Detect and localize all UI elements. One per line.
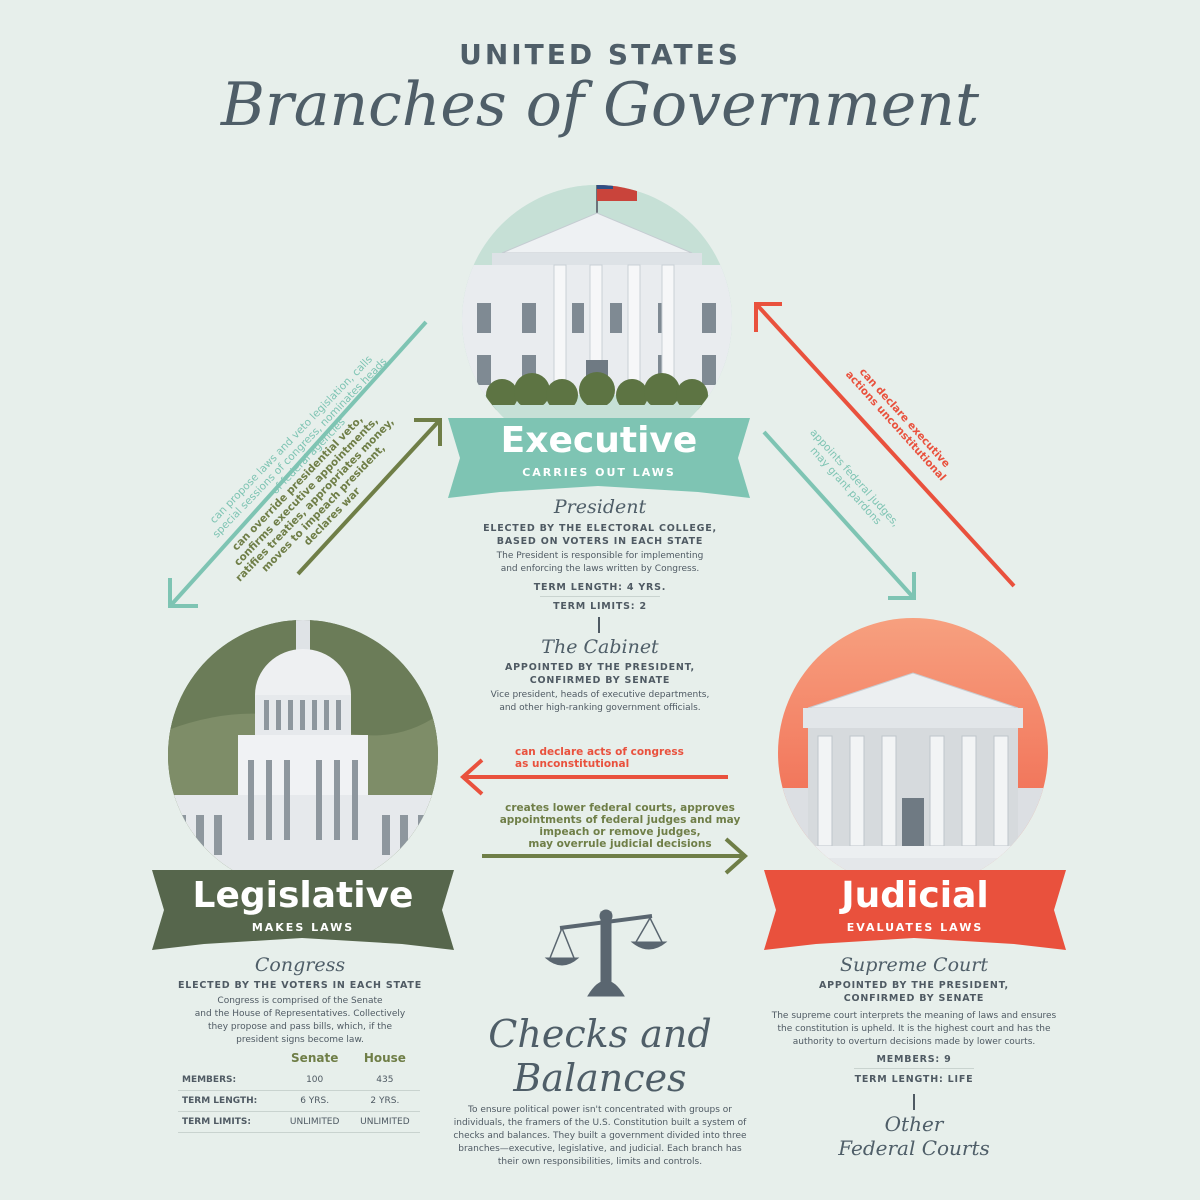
supreme-court-members: MEMBERS: 9 xyxy=(876,1054,952,1065)
arrow-leg-to-jud xyxy=(482,837,748,875)
connector-line xyxy=(598,617,600,633)
arrow-jud-to-exec xyxy=(754,302,1016,588)
supreme-court-term-length: TERM LENGTH: LIFE xyxy=(854,1074,974,1085)
table-header: Senate xyxy=(291,1051,339,1065)
arrow-exec-to-jud xyxy=(762,430,916,600)
table-row: TERM LIMITS: UNLIMITED UNLIMITED xyxy=(178,1111,420,1133)
arrow-jud-to-leg xyxy=(460,758,728,796)
legislative-name: Legislative xyxy=(192,875,414,916)
president-heading: President xyxy=(553,496,647,518)
cabinet-appointed: APPOINTED BY THE PRESIDENT,CONFIRMED BY … xyxy=(505,662,695,686)
supreme-court-heading: Supreme Court xyxy=(840,954,988,976)
arrow-leg-to-exec xyxy=(296,418,442,576)
president-elected: ELECTED BY THE ELECTORAL COLLEGE,BASED O… xyxy=(483,523,717,547)
table-cell: UNLIMITED xyxy=(349,1111,420,1133)
table-cell: 6 YRS. xyxy=(279,1090,350,1112)
divider xyxy=(540,596,660,597)
divider xyxy=(854,1068,974,1069)
label-leg-to-jud: creates lower federal courts, approves a… xyxy=(499,802,741,850)
cabinet-description: Vice president, heads of executive depar… xyxy=(490,690,710,713)
congress-elected: ELECTED BY THE VOTERS IN EACH STATE xyxy=(177,980,423,991)
president-term-limits: TERM LIMITS: 2 xyxy=(553,601,647,612)
table-cell: 100 xyxy=(279,1070,350,1091)
judicial-ribbon xyxy=(764,870,1066,950)
title-main: Branches of Government xyxy=(220,70,980,140)
legislative-ribbon xyxy=(152,870,454,950)
table-header xyxy=(178,1046,280,1070)
judicial-name: Judicial xyxy=(841,875,989,916)
scales-icon xyxy=(544,909,668,997)
supreme-court-appointed: APPOINTED BY THE PRESIDENT,CONFIRMED BY … xyxy=(819,980,1009,1004)
label-jud-to-leg: can declare acts of congress as unconsti… xyxy=(515,746,684,770)
table-cell: UNLIMITED xyxy=(279,1111,350,1133)
checks-description: To ensure political power isn't concentr… xyxy=(453,1105,747,1167)
table-cell: 2 YRS. xyxy=(349,1090,420,1112)
supreme-court-description: The supreme court interprets the meaning… xyxy=(771,1011,1057,1047)
cabinet-heading: The Cabinet xyxy=(541,636,659,658)
judicial-tagline: EVALUATES LAWS xyxy=(846,921,984,934)
table-header-row: Senate House xyxy=(178,1046,420,1070)
arrow-exec-to-leg xyxy=(168,320,428,608)
table-header: House xyxy=(363,1051,406,1065)
table-cell: TERM LIMITS: xyxy=(178,1111,280,1133)
president-term-length: TERM LENGTH: 4 YRS. xyxy=(533,582,667,593)
capitol-illustration xyxy=(168,620,438,890)
congress-heading: Congress xyxy=(254,954,346,976)
executive-ribbon xyxy=(448,418,750,498)
white-house-illustration xyxy=(462,185,732,455)
legislative-tagline: MAKES LAWS xyxy=(251,921,355,934)
table-cell: 435 xyxy=(349,1070,420,1091)
title-top: UNITED STATES xyxy=(459,38,741,71)
table-cell: TERM LENGTH: xyxy=(178,1090,280,1112)
table-row: MEMBERS: 100 435 xyxy=(178,1070,420,1091)
connector-line xyxy=(913,1094,915,1110)
president-description: The President is responsible for impleme… xyxy=(496,551,704,574)
supreme-court-illustration xyxy=(778,618,1048,888)
table-row: TERM LENGTH: 6 YRS. 2 YRS. xyxy=(178,1090,420,1112)
executive-tagline: CARRIES OUT LAWS xyxy=(522,466,676,479)
table-cell: MEMBERS: xyxy=(178,1070,280,1091)
congress-table: Senate House MEMBERS: 100 435 TERM LENGT… xyxy=(178,1046,420,1133)
executive-name: Executive xyxy=(500,420,698,461)
